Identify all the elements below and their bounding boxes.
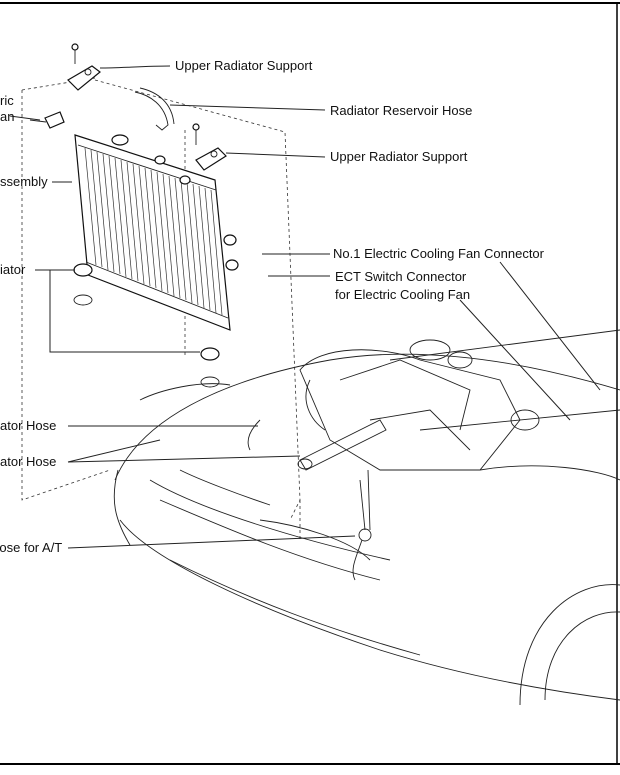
label-ect-line1: ECT Switch Connector: [335, 269, 467, 284]
leader-at-hose: [67, 535, 356, 549]
upper-support-part-right: [192, 123, 227, 171]
fan-connector-part-left: [29, 111, 65, 129]
label-left-upper-hose: ator Hose: [0, 418, 56, 433]
label-left-fan-2: an: [0, 109, 14, 124]
label-left-fan-1: ric: [0, 93, 14, 108]
leader-lines: [9, 65, 601, 549]
leader-reservoir-hose: [169, 104, 326, 111]
label-upper-support-right: Upper Radiator Support: [330, 149, 468, 164]
leader-fan-connector-car: [499, 261, 601, 391]
leader-fan-left: [9, 115, 41, 121]
lower-cushions: [73, 263, 220, 388]
assembly-dashed-outline: [21, 77, 301, 540]
upper-support-part-top: [67, 43, 101, 91]
leader-ect-car: [459, 299, 571, 421]
label-fan-connector: No.1 Electric Cooling Fan Connector: [333, 246, 545, 261]
leader-radiator-b: [49, 270, 200, 353]
label-ect-line2: for Electric Cooling Fan: [335, 287, 470, 302]
label-left-assembly: ssembly: [0, 174, 48, 189]
leader-lower-hose-a: [67, 439, 161, 463]
leader-upper-support-right: [225, 152, 326, 158]
car-front-outline: [113, 329, 620, 706]
label-left-radiator: iator: [0, 262, 26, 277]
leader-upper-support-top: [99, 65, 171, 69]
label-reservoir-hose: Radiator Reservoir Hose: [330, 103, 472, 118]
reservoir-hose-part: [134, 87, 175, 131]
label-upper-support-top: Upper Radiator Support: [175, 58, 313, 73]
label-left-lower-hose: ator Hose: [0, 454, 56, 469]
leader-lower-hose-b: [67, 455, 301, 463]
label-left-at-hose: Hose for A/T: [0, 540, 62, 555]
radiator-assembly: [74, 134, 239, 331]
